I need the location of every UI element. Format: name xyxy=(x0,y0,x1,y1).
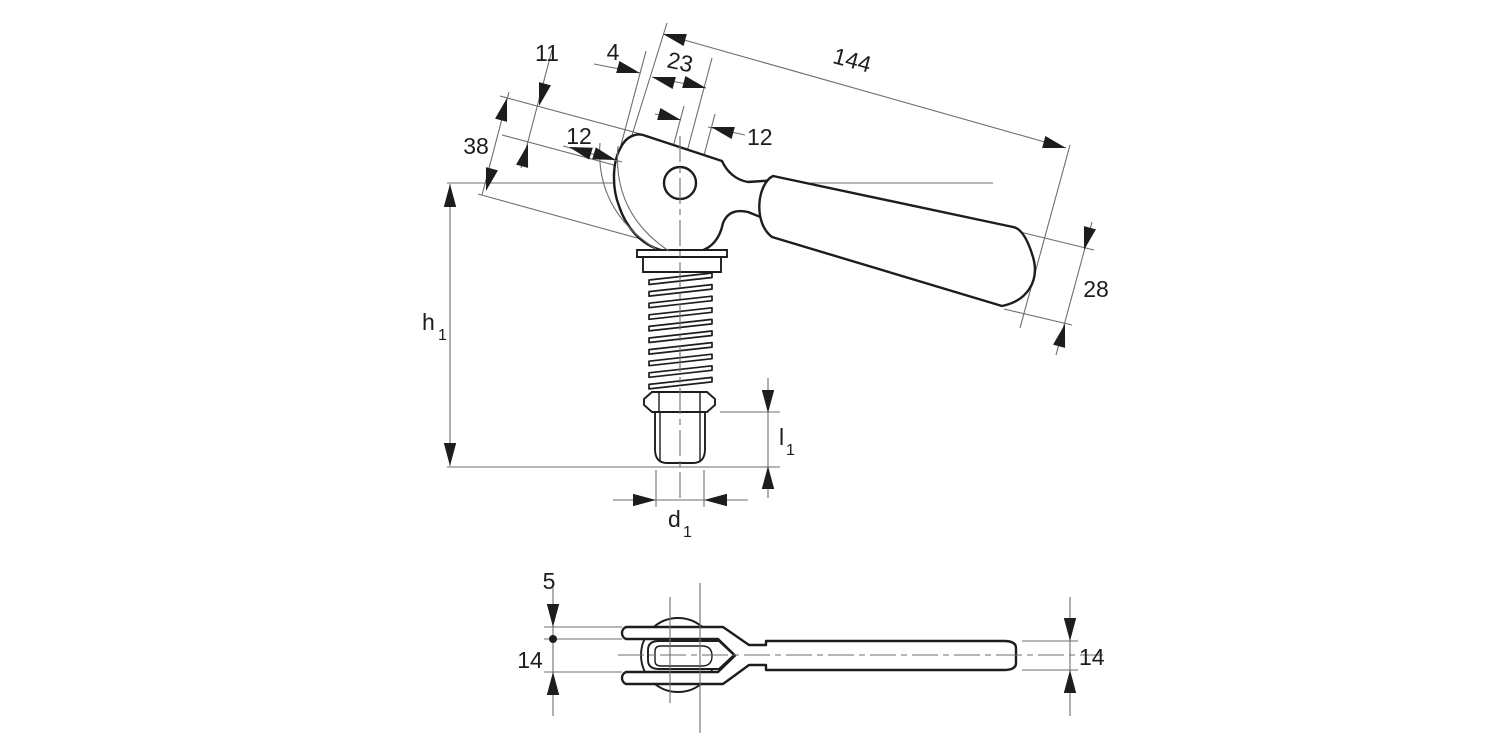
dimension-dot xyxy=(549,635,557,643)
dim-label-d1-sub: 1 xyxy=(683,524,692,541)
dim-label-144: 144 xyxy=(830,43,874,78)
dim-label-d1: d xyxy=(668,506,681,532)
dim-label-28: 28 xyxy=(1083,276,1109,302)
dim-label-12-hole: 12 xyxy=(747,124,773,150)
dim-label-14-fork: 14 xyxy=(517,647,543,673)
handle-grip-outline xyxy=(758,174,1036,308)
dim-label-14-handle: 14 xyxy=(1079,644,1105,670)
dim-label-38: 38 xyxy=(463,133,489,159)
dim-label-12-cam: 12 xyxy=(566,123,592,149)
dim-label-h1: h xyxy=(422,309,435,335)
washer-body xyxy=(642,256,722,273)
pivot-block-top-view xyxy=(654,645,713,667)
dim-label-5: 5 xyxy=(543,568,556,594)
dim-label-l1-sub: 1 xyxy=(786,442,795,459)
lever-head-outline xyxy=(612,133,780,253)
dim-label-23: 23 xyxy=(665,47,695,78)
washer-flange xyxy=(636,249,728,258)
top-view: 5 14 14 xyxy=(517,568,1105,733)
dim-label-l1: l xyxy=(779,424,784,450)
dim-label-h1-sub: 1 xyxy=(438,327,447,344)
spring-coils xyxy=(648,272,713,390)
dim-label-11: 11 xyxy=(535,40,559,66)
dim-label-4: 4 xyxy=(607,39,620,65)
front-view: 11 4 23 144 38 12 12 28 h 1 l 1 d 1 xyxy=(422,22,1109,541)
